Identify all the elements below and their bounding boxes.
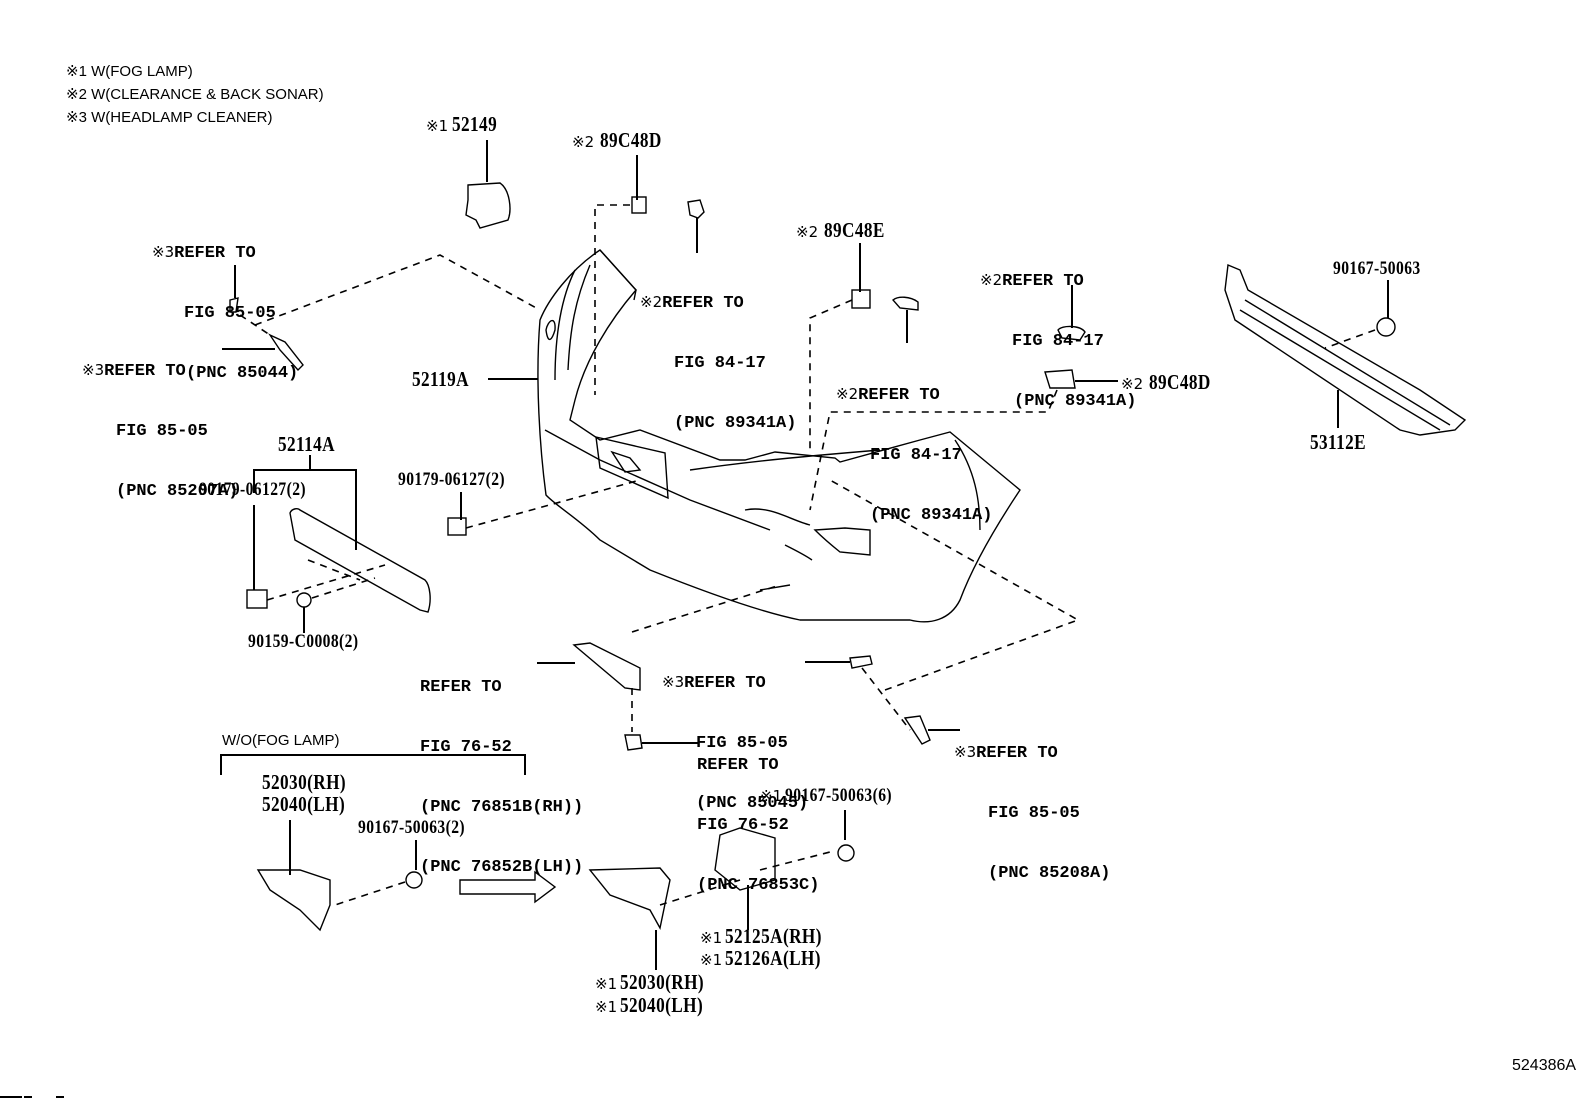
legend-item-3: ※3 W(HEADLAMP CLEANER) xyxy=(66,110,273,125)
reference-89341A-c[interactable]: ※2REFER TO FIG 84-17 (PNC 89341A) xyxy=(980,271,1137,411)
note-mark: ※3 xyxy=(66,109,87,126)
part-label-90179-06127-left[interactable]: 90179-06127(2) xyxy=(199,479,306,500)
reference-89341A-a[interactable]: ※2REFER TO FIG 84-17 (PNC 89341A) xyxy=(640,293,797,433)
part-label-52040-lh-wo[interactable]: 52040(LH) xyxy=(262,792,346,816)
part-label-53112E[interactable]: 53112E xyxy=(1310,430,1367,454)
note-mark: ※2 xyxy=(66,86,87,103)
part-label-90167-50063-wo[interactable]: 90167-50063(2) xyxy=(358,817,465,838)
bracket-52149-drawing xyxy=(465,182,511,229)
legend-text: W(CLEARANCE & BACK SONAR) xyxy=(91,86,324,103)
reference-85208A[interactable]: ※3REFER TO FIG 85-05 (PNC 85208A) xyxy=(954,743,1111,883)
reference-85044[interactable]: ※3REFER TO FIG 85-05 (PNC 85044) xyxy=(152,243,299,383)
figure-id: 524386A xyxy=(1512,1057,1577,1074)
legend-text: W(FOG LAMP) xyxy=(91,63,193,80)
part-label-90179-06127-mid[interactable]: 90179-06127(2) xyxy=(398,469,505,490)
part-label-52114A[interactable]: 52114A xyxy=(278,432,336,456)
leader-lines xyxy=(0,140,1467,1098)
part-label-52030-rh-wo[interactable]: 52030(RH) xyxy=(262,770,347,794)
legend-item-1: ※1 W(FOG LAMP) xyxy=(66,64,193,79)
part-label-52119A[interactable]: 52119A xyxy=(412,367,470,391)
bumper-cover-drawing xyxy=(537,249,1021,623)
note-mark: ※1 xyxy=(66,63,87,80)
part-label-90159-C0008[interactable]: 90159-C0008(2) xyxy=(248,631,359,652)
legend-text: W(HEADLAMP CLEANER) xyxy=(91,109,273,126)
variant-label-wo-fog-lamp: W/O(FOG LAMP) xyxy=(222,732,340,749)
reference-85045[interactable]: ※3REFER TO FIG 85-05 (PNC 85045) xyxy=(662,673,809,813)
reference-76851B[interactable]: REFER TO FIG 76-52 (PNC 76851B(RH)) (PNC… xyxy=(420,678,584,877)
legend-item-2: ※2 W(CLEARANCE & BACK SONAR) xyxy=(66,87,324,102)
reference-89341A-b[interactable]: ※2REFER TO FIG 84-17 (PNC 89341A) xyxy=(836,385,993,525)
reference-76853C[interactable]: REFER TO FIG 76-52 (PNC 76853C) xyxy=(697,756,820,895)
part-label-90167-50063-grille[interactable]: 90167-50063 xyxy=(1333,258,1421,279)
reference-85207A[interactable]: ※3REFER TO FIG 85-05 (PNC 85207A) xyxy=(82,361,239,501)
